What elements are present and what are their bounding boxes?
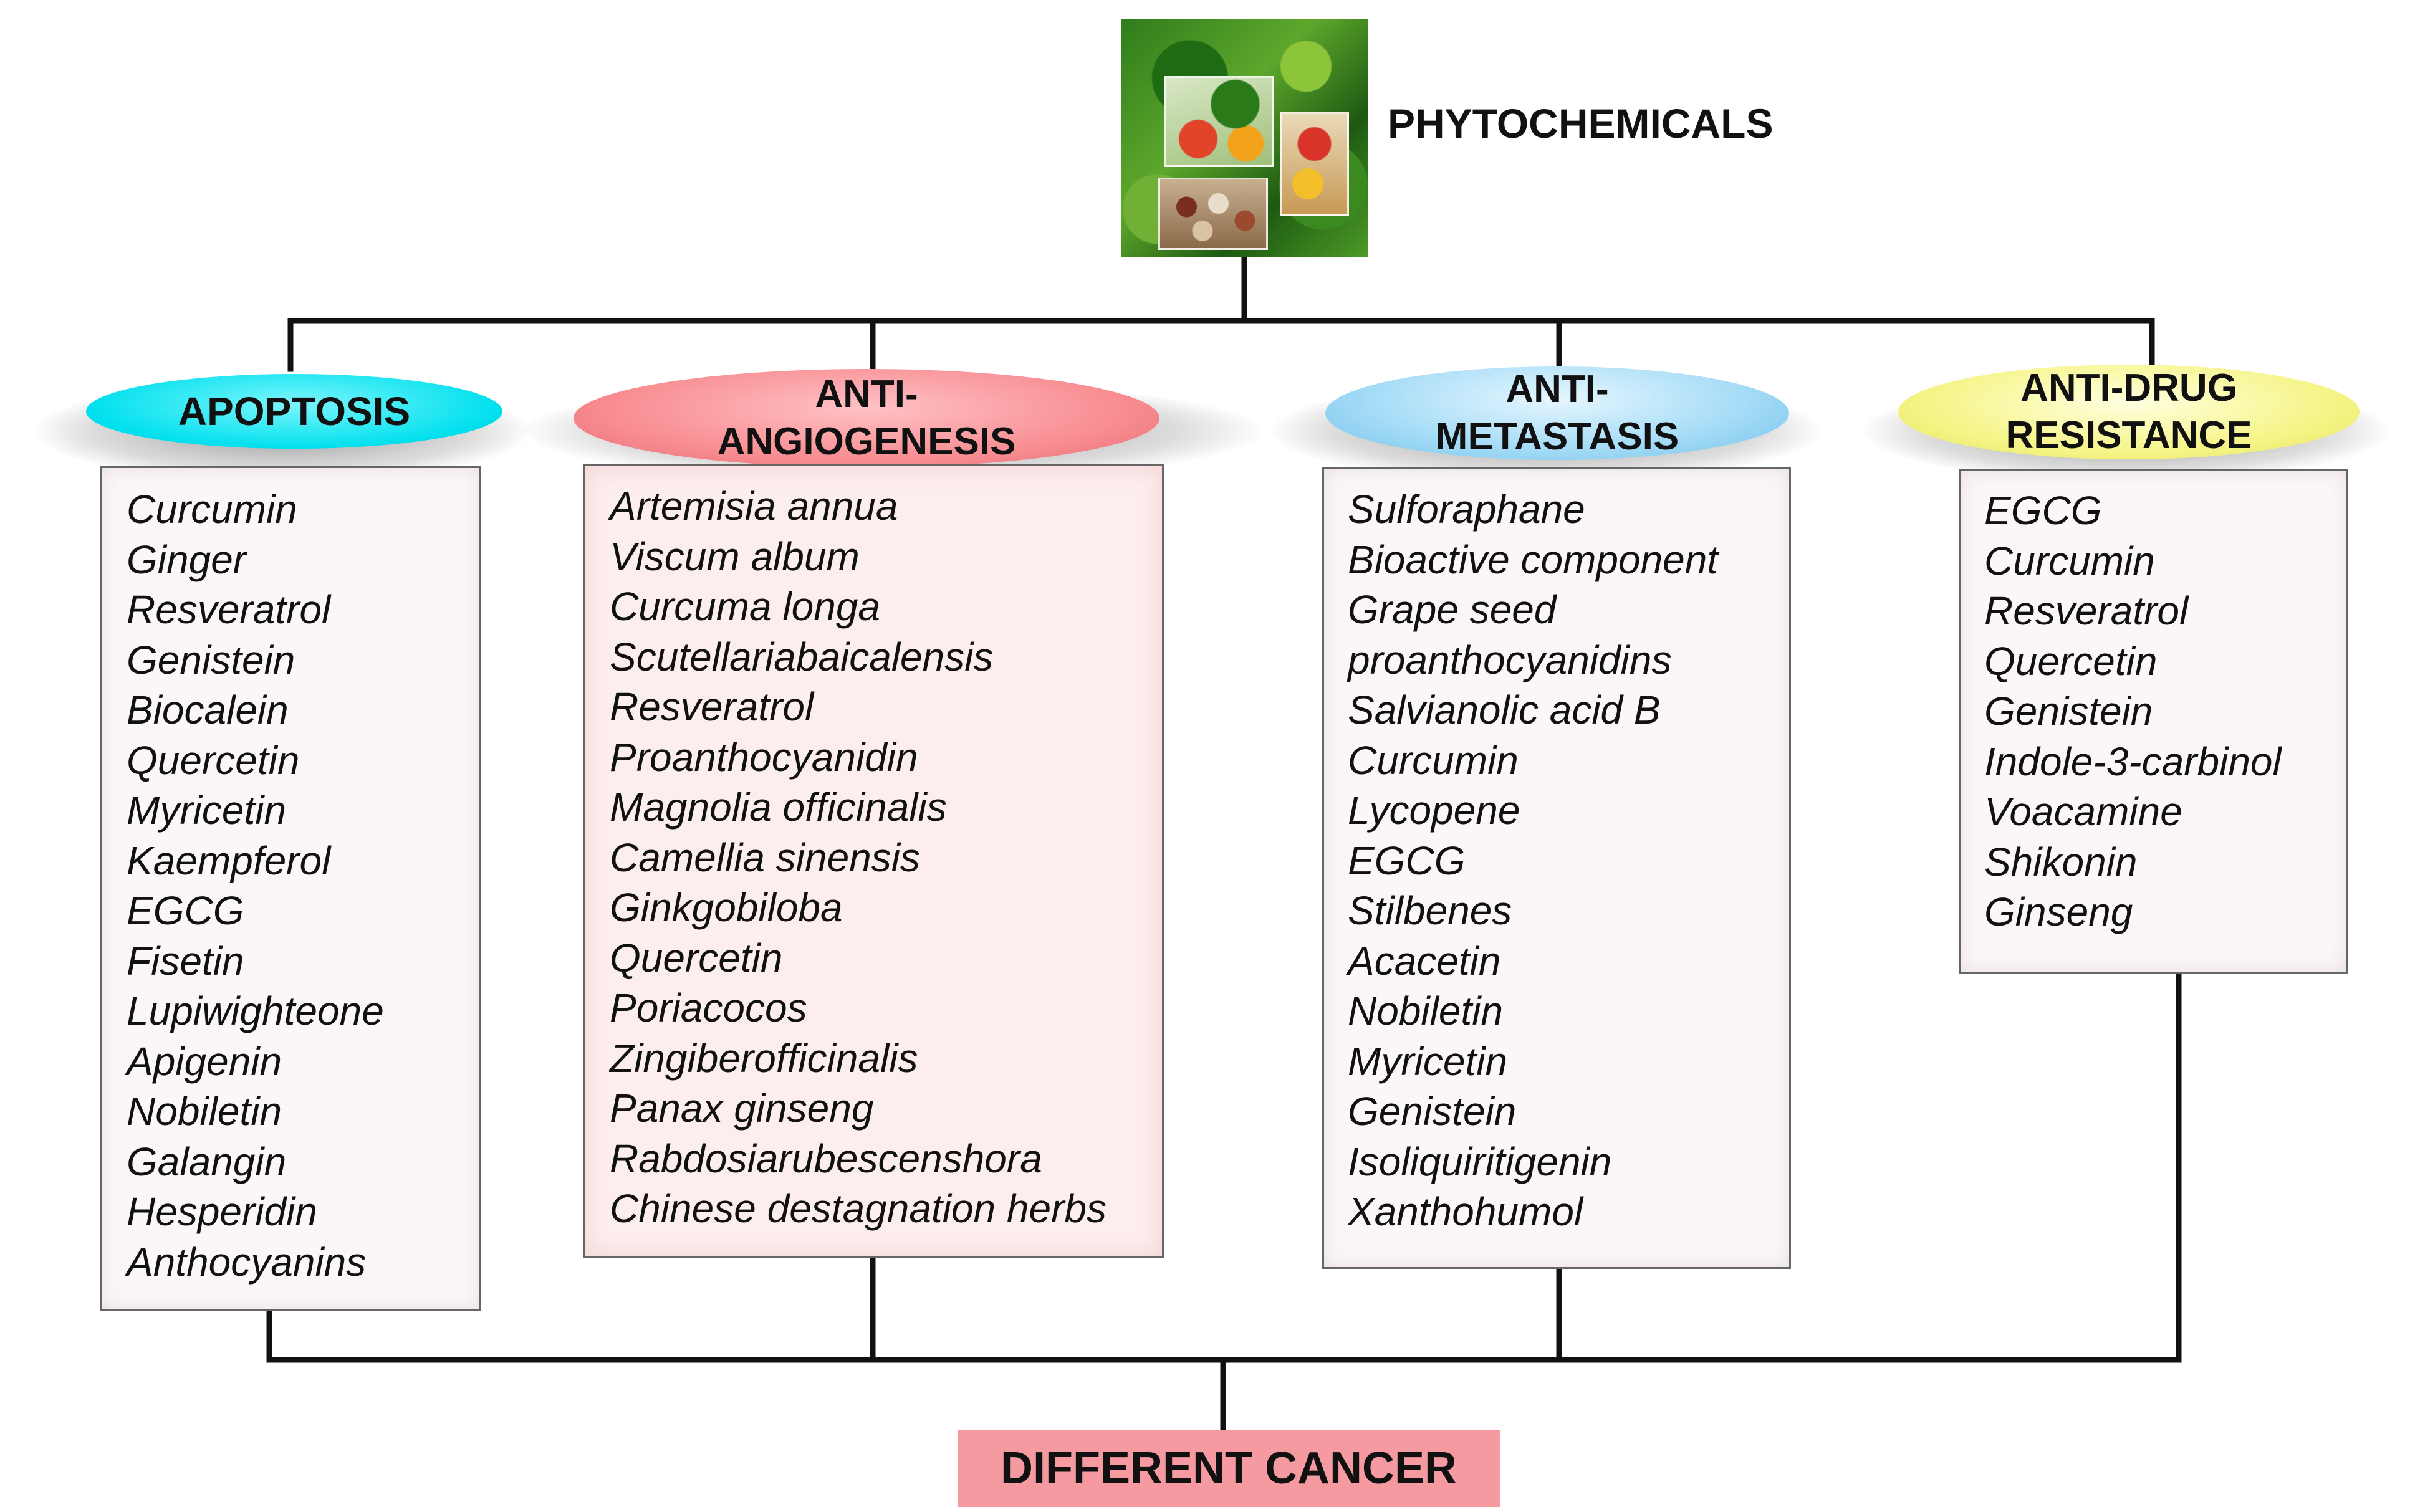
header-anti-drug-resistance: ANTI-DRUG RESISTANCE <box>1898 365 2360 459</box>
header-line: ANTI-DRUG <box>2020 366 2237 410</box>
compound-item: Lycopene <box>1348 788 1520 833</box>
compound-item: Shikonin <box>1984 839 2138 884</box>
compound-item: Acacetin <box>1348 938 1501 983</box>
compound-item: Quercetin <box>1984 638 2158 684</box>
compound-item: Ginseng <box>1984 889 2133 934</box>
list-box-anti-drug-resistance: EGCG Curcumin Resveratrol Quercetin Geni… <box>1959 469 2348 974</box>
different-cancer-box: DIFFERENT CANCER <box>958 1430 1500 1507</box>
compound-item: Sulforaphane <box>1348 487 1585 532</box>
compound-item: Camellia sinensis <box>610 835 920 880</box>
header-line: ANTI- <box>1505 368 1609 411</box>
compound-item: Zingiberofficinalis <box>610 1035 918 1081</box>
compound-item: Kaempferol <box>127 838 331 883</box>
compound-item: Proanthocyanidin <box>610 734 918 780</box>
list-box-anti-angiogenesis: Artemisia annua Viscum album Curcuma lon… <box>583 464 1164 1258</box>
compound-item: Ginkgobiloba <box>610 885 843 930</box>
phytochemicals-title: PHYTOCHEMICALS <box>1388 100 1774 146</box>
compound-item: Curcumin <box>1984 538 2155 583</box>
compound-item: Ginger <box>127 537 247 582</box>
list-box-anti-metastasis: Sulforaphane Bioactive component Grape s… <box>1322 467 1791 1269</box>
header-anti-angiogenesis: ANTI- ANGIOGENESIS <box>574 369 1159 467</box>
compound-item: Panax ginseng <box>610 1086 874 1131</box>
compound-item: Stilbenes <box>1348 888 1512 933</box>
compound-item: Isoliquiritigenin <box>1348 1139 1612 1184</box>
header-line: ANGIOGENESIS <box>717 420 1016 463</box>
compound-item: Curcuma longa <box>610 584 880 629</box>
header-line: METASTASIS <box>1435 415 1679 458</box>
compound-item: Rabdosiarubescenshora <box>610 1136 1042 1181</box>
compound-item: Lupiwighteone <box>127 988 384 1033</box>
compound-item: Resveratrol <box>610 684 814 729</box>
phytochemicals-image <box>1121 19 1368 257</box>
compound-item: Curcumin <box>1348 737 1519 783</box>
compound-item: Genistein <box>1348 1089 1517 1134</box>
compound-item: Hesperidin <box>127 1189 317 1234</box>
compound-item: Fisetin <box>127 938 244 983</box>
compound-item: Voacamine <box>1984 789 2182 834</box>
compound-item: Magnolia officinalis <box>610 785 947 830</box>
compound-item: EGCG <box>127 888 244 933</box>
vegetables-image <box>1164 76 1274 167</box>
compound-item: Chinese destagnation herbs <box>610 1186 1107 1231</box>
header-anti-metastasis: ANTI- METASTASIS <box>1325 366 1789 460</box>
list-box-apoptosis: Curcumin Ginger Resveratrol Genistein Bi… <box>100 466 481 1311</box>
compound-item: Myricetin <box>127 788 287 833</box>
beans-image <box>1158 178 1268 250</box>
header-line: ANTI- <box>815 373 918 416</box>
compound-item: Poriacocos <box>610 985 807 1030</box>
compound-item: Resveratrol <box>127 587 331 632</box>
fruit-image <box>1280 112 1349 216</box>
header-line: RESISTANCE <box>2005 414 2252 457</box>
compound-item: Quercetin <box>127 737 300 783</box>
compound-item: Salvianolic acid B <box>1348 687 1661 732</box>
header-apoptosis: APOPTOSIS <box>86 374 502 449</box>
compound-item: Xanthohumol <box>1348 1189 1583 1234</box>
compound-item: Biocalein <box>127 687 289 732</box>
compound-item: Artemisia annua <box>610 484 898 529</box>
compound-item: Anthocyanins <box>127 1239 367 1285</box>
compound-item: Viscum album <box>610 534 860 579</box>
compound-item: Grape seed <box>1348 587 1557 632</box>
compound-item: Galangin <box>127 1139 287 1184</box>
compound-item: Scutellariabaicalensis <box>610 634 994 679</box>
compound-item: Genistein <box>1984 689 2153 734</box>
compound-item: Resveratrol <box>1984 588 2189 633</box>
compound-item: Myricetin <box>1348 1038 1508 1084</box>
compound-item: Apigenin <box>127 1038 282 1084</box>
compound-item: Curcumin <box>127 487 297 532</box>
compound-item: Quercetin <box>610 935 783 980</box>
header-line: APOPTOSIS <box>178 388 411 434</box>
compound-item: proanthocyanidins <box>1348 637 1672 682</box>
compound-item: EGCG <box>1984 488 2102 533</box>
compound-item: EGCG <box>1348 838 1466 883</box>
compound-item: Nobiletin <box>1348 988 1504 1033</box>
compound-item: Nobiletin <box>127 1089 282 1134</box>
compound-item: Indole-3-carbinol <box>1984 739 2282 784</box>
compound-item: Bioactive component <box>1348 537 1719 582</box>
compound-item: Genistein <box>127 637 295 682</box>
